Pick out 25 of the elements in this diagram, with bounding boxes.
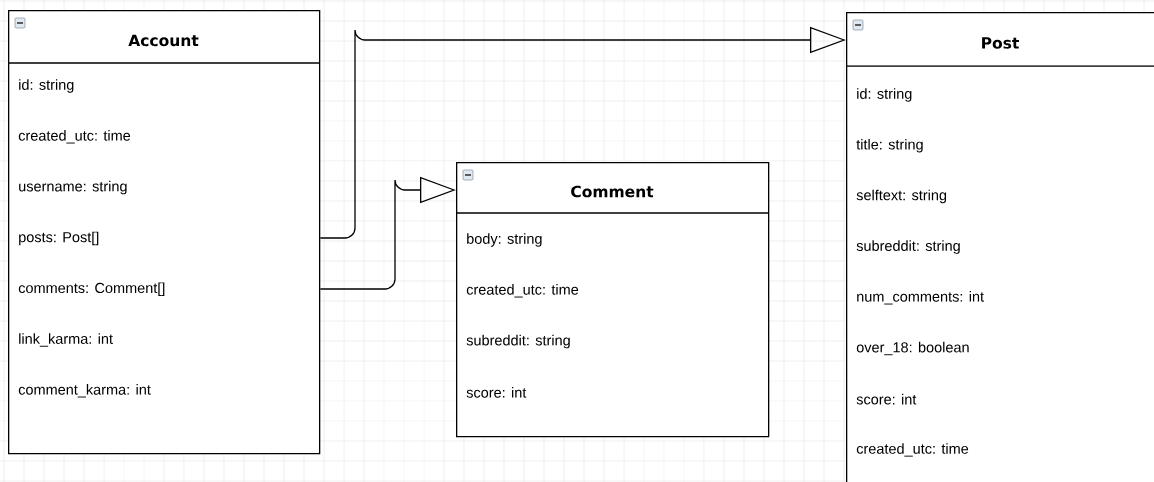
attribute-text: selftext: string (856, 189, 947, 204)
attribute-text: created_utc: time (18, 130, 131, 144)
attribute-text: comment_karma: int (18, 384, 151, 398)
class-name: Account (128, 34, 199, 47)
attribute-text: username: string (19, 180, 127, 195)
attribute-text: id: string (19, 79, 74, 93)
attribute-text: created_utc: time (466, 284, 579, 298)
attribute-text: title: string (856, 138, 923, 153)
attribute-text: score: int (466, 387, 527, 398)
attribute-text: subreddit: string (856, 240, 960, 254)
attribute-text: subreddit: string (466, 334, 570, 349)
class-name: Comment (571, 185, 654, 198)
class-box (845, 12, 1154, 482)
attribute-text: body: string (467, 233, 542, 247)
attribute-text: posts: Post[] (19, 231, 99, 246)
attribute-text: comments: Comment[] (18, 282, 165, 296)
attribute-text: over_18: boolean (856, 341, 969, 356)
class-name: Post (982, 37, 1019, 49)
class-box (7, 10, 321, 455)
attribute-text: num_comments: int (857, 291, 984, 305)
attribute-text: score: int (856, 393, 917, 405)
attribute-text: id: string (857, 88, 912, 102)
attribute-text: created_utc: time (856, 443, 969, 457)
class-box (455, 162, 770, 438)
attribute-text: link_karma: int (19, 333, 113, 347)
